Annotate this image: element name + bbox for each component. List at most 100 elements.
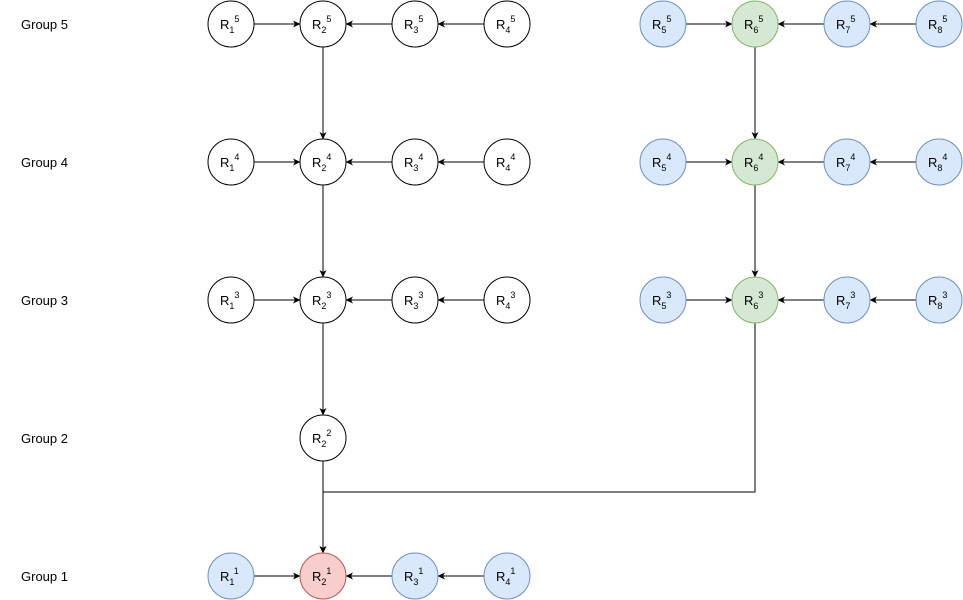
node-r6-4: R64 (731, 138, 779, 186)
node-label-sup: 5 (666, 14, 671, 24)
node-r4-1: R41 (483, 552, 531, 600)
node-r2-2: R22 (299, 414, 347, 462)
node-label-sup: 3 (666, 290, 671, 300)
node-label-base: R (312, 293, 321, 308)
node-circle (915, 276, 963, 324)
node-label-base: R (744, 17, 753, 32)
node-circle (915, 0, 963, 48)
node-label-base: R (928, 17, 937, 32)
node-label-base: R (836, 17, 845, 32)
node-r2-5: R25 (299, 0, 347, 48)
node-r3-3: R33 (391, 276, 439, 324)
node-label: R24 (312, 152, 331, 173)
node-label-sup: 5 (510, 14, 515, 24)
node-circle (299, 276, 347, 324)
group-label-g3: Group 3 (21, 293, 68, 308)
node-label-sup: 1 (326, 566, 331, 576)
node-label-sub: 8 (937, 25, 942, 35)
node-circle (391, 552, 439, 600)
node-label-sub: 6 (753, 301, 758, 311)
node-label-sup: 4 (510, 152, 515, 162)
node-circle (823, 0, 871, 48)
node-label: R13 (220, 290, 239, 311)
node-circle (483, 0, 531, 48)
node-label-sup: 5 (758, 14, 763, 24)
node-label-sub: 1 (229, 25, 234, 35)
node-r8-4: R84 (915, 138, 963, 186)
node-circle (391, 138, 439, 186)
node-label: R53 (652, 290, 671, 311)
node-label-sup: 3 (758, 290, 763, 300)
node-label-sup: 4 (758, 152, 763, 162)
node-r7-5: R75 (823, 0, 871, 48)
node-circle (483, 276, 531, 324)
node-label-sup: 4 (326, 152, 331, 162)
group-label-g5: Group 5 (21, 17, 68, 32)
node-label-base: R (404, 569, 413, 584)
node-label-base: R (652, 17, 661, 32)
node-label: R83 (928, 290, 947, 311)
node-label-sup: 3 (234, 290, 239, 300)
node-r3-1: R31 (391, 552, 439, 600)
node-label: R34 (404, 152, 423, 173)
node-label-sub: 4 (505, 25, 510, 35)
node-label-sub: 5 (661, 163, 666, 173)
node-label-sup: 3 (850, 290, 855, 300)
node-label-base: R (652, 293, 661, 308)
node-r5-3: R53 (639, 276, 687, 324)
node-r2-4: R24 (299, 138, 347, 186)
node-r1-5: R15 (207, 0, 255, 48)
node-label: R85 (928, 14, 947, 35)
node-label-sub: 5 (661, 301, 666, 311)
node-label: R74 (836, 152, 855, 173)
node-label-sub: 3 (413, 163, 418, 173)
node-label-sub: 7 (845, 301, 850, 311)
node-label: R25 (312, 14, 331, 35)
node-label-sub: 7 (845, 163, 850, 173)
node-circle (639, 0, 687, 48)
node-label-sub: 4 (505, 301, 510, 311)
node-label-base: R (496, 569, 505, 584)
node-label: R73 (836, 290, 855, 311)
node-label: R11 (220, 566, 239, 587)
node-label: R65 (744, 14, 763, 35)
node-label-sup: 4 (942, 152, 947, 162)
node-label-sup: 4 (418, 152, 423, 162)
node-circle (299, 138, 347, 186)
node-label: R15 (220, 14, 239, 35)
node-label-base: R (404, 293, 413, 308)
node-r2-1: R21 (299, 552, 347, 600)
node-circle (483, 552, 531, 600)
node-label: R14 (220, 152, 239, 173)
node-label: R21 (312, 566, 331, 587)
node-label: R33 (404, 290, 423, 311)
node-label-sub: 3 (413, 25, 418, 35)
node-label: R84 (928, 152, 947, 173)
node-label-sup: 5 (850, 14, 855, 24)
node-label-base: R (744, 155, 753, 170)
node-r5-4: R54 (639, 138, 687, 186)
node-label-base: R (836, 293, 845, 308)
node-label-sub: 3 (413, 301, 418, 311)
node-circle (299, 0, 347, 48)
node-r6-5: R65 (731, 0, 779, 48)
node-label-sup: 5 (326, 14, 331, 24)
node-r3-4: R34 (391, 138, 439, 186)
node-label-sub: 4 (505, 577, 510, 587)
node-label-base: R (312, 17, 321, 32)
node-r4-4: R44 (483, 138, 531, 186)
node-label-base: R (496, 155, 505, 170)
node-label-base: R (928, 293, 937, 308)
node-label-base: R (652, 155, 661, 170)
node-label-sub: 7 (845, 25, 850, 35)
node-label: R23 (312, 290, 331, 311)
node-label-sub: 2 (321, 301, 326, 311)
node-label-sup: 4 (850, 152, 855, 162)
group-label-g4: Group 4 (21, 155, 68, 170)
node-r5-5: R55 (639, 0, 687, 48)
node-label-base: R (220, 155, 229, 170)
node-r7-4: R74 (823, 138, 871, 186)
node-label-sup: 4 (234, 152, 239, 162)
node-r1-4: R14 (207, 138, 255, 186)
